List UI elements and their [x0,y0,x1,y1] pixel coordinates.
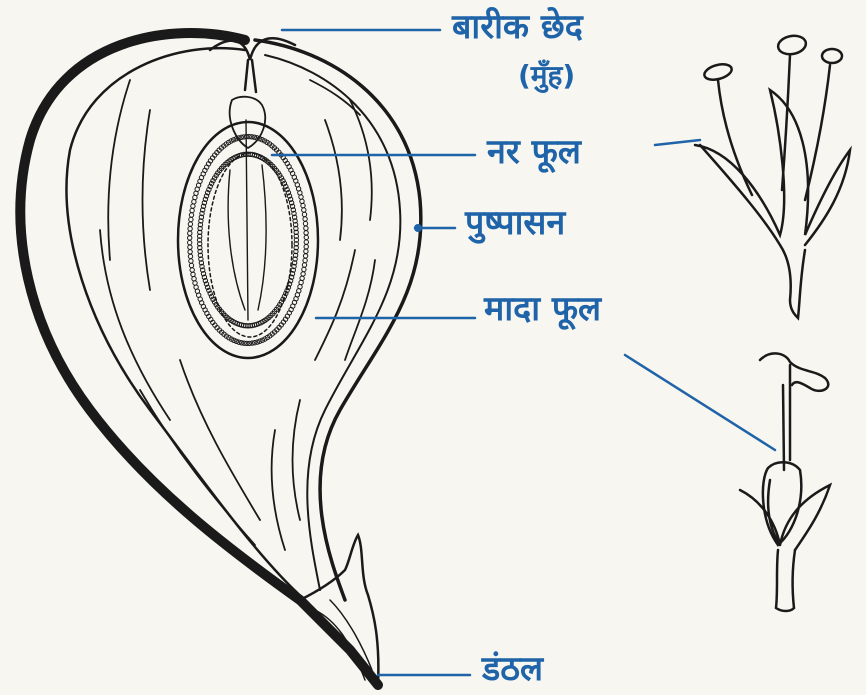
label-ostiole-sub: (मुँह) [518,62,575,90]
label-ostiole: बारीक छेद [452,10,583,44]
leader-female-flower-right [625,355,775,450]
stipple-mark [304,226,308,230]
stipple-mark [303,258,307,262]
stipple-mark [304,235,308,239]
stipple-mark [188,231,192,235]
stipple-mark [189,259,193,263]
stipple-mark [302,208,306,212]
female-pedicel [776,550,795,611]
stipple-mark [192,200,196,204]
cavity-core [228,120,266,320]
stigma [760,353,828,390]
flower-cavity-outline [178,122,318,358]
stamen-anther-3 [822,49,842,63]
label-female-flower: मादा फूल [484,292,601,326]
male-flower-drawing [695,34,850,318]
stipple-mark [303,221,307,225]
stipple-mark [189,263,193,267]
stipple-mark [188,227,192,231]
stipple-mark [189,213,193,217]
leader-receptacle-dot [414,224,422,232]
stipple-mark [188,245,192,249]
stipple-mark [304,245,308,249]
fig-outer-wall-right [255,40,421,600]
receptacle-tissue-strokes [100,80,375,550]
stipple-mark [304,249,308,253]
stipple-mark [304,240,308,244]
label-male-flower: नर फूल [487,135,581,169]
stipple-mark [191,272,195,276]
stipple-mark [299,195,303,199]
stipple-mark [188,236,192,240]
stipple-mark [188,254,192,258]
stipple-mark [303,217,307,221]
stipple-mark [190,208,194,212]
style [783,365,790,470]
stipple-mark [303,254,307,258]
stipple-mark [300,199,304,203]
male-perianth-base [700,145,805,318]
stipple-mark [300,276,304,280]
label-stalk: डंठल [482,652,543,686]
stipple-mark [191,204,195,208]
female-flower-drawing [740,353,830,611]
stipple-mark [302,212,306,216]
fig-section [20,33,421,685]
stipple-mark [301,272,305,276]
stipple-mark [188,222,192,226]
leader-male-flower-right [655,140,700,145]
stipple-mark [188,240,192,244]
stipple-mark [189,217,193,221]
stipple-mark [304,231,308,235]
stamen-anther-1 [703,62,734,83]
stipple-mark [188,250,192,254]
stipple-mark [301,203,305,207]
stipple-mark [193,281,197,285]
label-receptacle: पुष्पासन [465,206,565,240]
stamen-anther-2 [777,34,808,57]
stipple-mark [302,267,306,271]
stipple-mark [190,268,194,272]
stipple-mark [192,277,196,281]
stipple-mark [302,263,306,267]
